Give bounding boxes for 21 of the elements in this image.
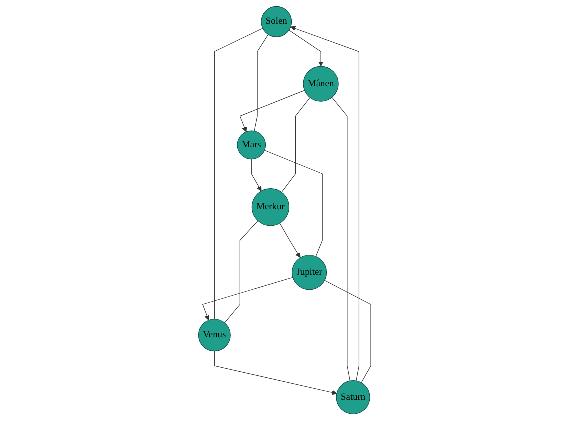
arrow: [214, 351, 338, 396]
node-circle: Venus: [198, 319, 232, 352]
arrow: [202, 277, 294, 321]
connector: [282, 98, 311, 193]
connector: [324, 280, 372, 384]
connector: [332, 97, 351, 382]
arrow: [290, 26, 360, 382]
connector: [214, 28, 264, 320]
node-circle: Solen: [261, 6, 292, 38]
arrow: [280, 223, 301, 258]
node-circle: Mars: [237, 130, 266, 160]
arrow: [251, 159, 262, 192]
node-circle: Jupiter: [292, 255, 328, 290]
connector: [264, 150, 323, 257]
connector: [224, 220, 259, 324]
node-circle: Merkur: [252, 188, 290, 226]
node-circle: Saturn: [336, 380, 370, 415]
node-circle: Månen: [303, 66, 339, 102]
arrow: [240, 90, 306, 132]
arrow: [289, 30, 324, 67]
connector: [254, 34, 269, 132]
